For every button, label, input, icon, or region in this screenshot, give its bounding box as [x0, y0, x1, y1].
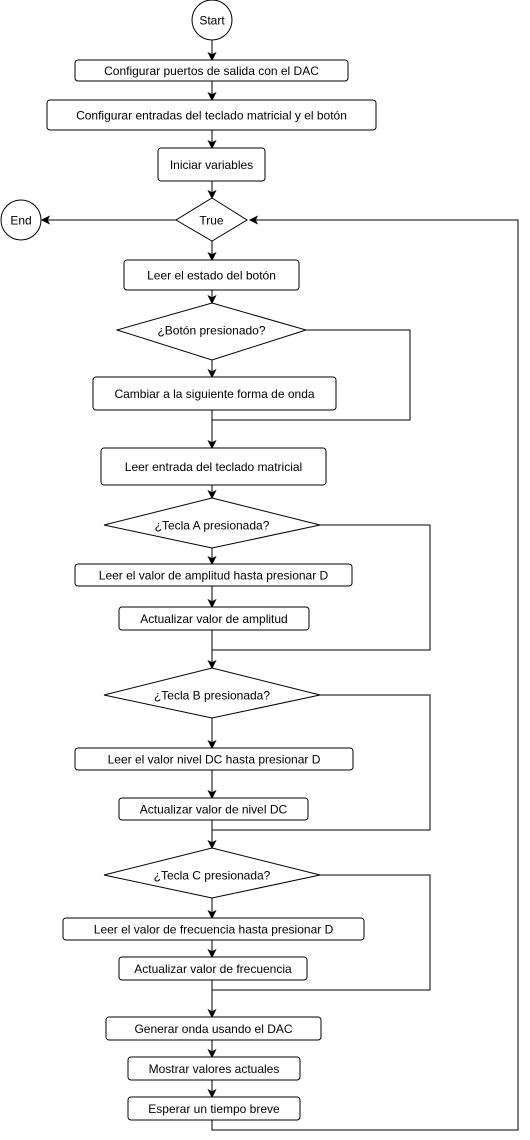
- arrowhead: [207, 1048, 217, 1059]
- process-next-waveform: Cambiar a la siguiente forma de onda: [92, 376, 337, 411]
- arrowhead: [207, 598, 217, 609]
- process-update-dc: Actualizar valor de nivel DC: [118, 797, 309, 821]
- arrowheads: [40, 51, 259, 1099]
- decision-key-b-label: ¿Tecla B presionada?: [154, 689, 270, 703]
- node-start: Start: [191, 0, 233, 41]
- process-generate-wave: Generar onda usando el DAC: [105, 1016, 322, 1041]
- decision-key-c: ¿Tecla C presionada?: [103, 847, 321, 899]
- arrowhead: [207, 294, 217, 305]
- node-end-label: End: [10, 214, 31, 228]
- process-read-frequency: Leer el valor de frecuencia hasta presio…: [62, 917, 365, 941]
- process-read-keypad: Leer entrada del teclado matricial: [100, 447, 327, 486]
- process-update-amplitude-label: Actualizar valor de amplitud: [140, 612, 287, 626]
- arrowhead: [207, 789, 217, 800]
- process-update-frequency-label: Actualizar valor de frecuencia: [134, 962, 292, 976]
- node-start-label: Start: [199, 14, 225, 28]
- arrowhead: [207, 659, 217, 670]
- arrowhead: [207, 555, 217, 566]
- arrowhead: [40, 215, 51, 225]
- process-config-inputs: Configurar entradas del teclado matricia…: [46, 99, 377, 131]
- arrowhead: [207, 51, 217, 62]
- process-wait-label: Esperar un tiempo breve: [148, 1102, 280, 1116]
- process-config-inputs-label: Configurar entradas del teclado matricia…: [76, 109, 347, 123]
- process-config-dac-label: Configurar puertos de salida con el DAC: [104, 64, 319, 78]
- process-read-dc-label: Leer el valor nivel DC hasta presionar D: [108, 753, 321, 767]
- arrowhead: [207, 189, 217, 200]
- decision-key-a: ¿Tecla A presionada?: [103, 497, 321, 549]
- process-update-dc-label: Actualizar valor de nivel DC: [140, 803, 288, 817]
- process-config-dac: Configurar puertos de salida con el DAC: [74, 59, 349, 82]
- arrowhead: [207, 489, 217, 500]
- arrowhead: [207, 139, 217, 150]
- process-wait: Esperar un tiempo breve: [127, 1096, 301, 1121]
- process-read-amplitude-label: Leer el valor de amplitud hasta presiona…: [99, 569, 329, 583]
- edge-key-c-no-bypass: [212, 874, 431, 991]
- arrowhead: [207, 948, 217, 959]
- arrowhead: [207, 1008, 217, 1019]
- process-init-vars: Iniciar variables: [157, 147, 266, 182]
- edge-key-b-no-bypass: [212, 694, 431, 831]
- arrowhead: [207, 1088, 217, 1099]
- process-update-frequency: Actualizar valor de frecuencia: [118, 956, 308, 981]
- node-end: End: [0, 199, 42, 241]
- arrowhead: [207, 91, 217, 102]
- decision-button-pressed: ¿Botón presionado?: [115, 302, 308, 361]
- process-read-button: Leer el estado del botón: [123, 259, 300, 291]
- decision-key-c-label: ¿Tecla C presionada?: [154, 869, 271, 883]
- decision-loop-label: True: [199, 214, 224, 228]
- decision-key-b: ¿Tecla B presionada?: [103, 667, 321, 719]
- decision-button-pressed-label: ¿Botón presionado?: [157, 324, 265, 338]
- process-show-values: Mostrar valores actuales: [127, 1056, 301, 1081]
- arrowhead: [207, 839, 217, 850]
- decision-loop: True: [175, 197, 248, 242]
- arrowhead: [248, 215, 259, 225]
- process-next-waveform-label: Cambiar a la siguiente forma de onda: [114, 387, 314, 401]
- process-show-values-label: Mostrar valores actuales: [149, 1062, 280, 1076]
- arrowhead: [207, 251, 217, 262]
- process-update-amplitude: Actualizar valor de amplitud: [118, 606, 310, 631]
- decision-key-a-label: ¿Tecla A presionada?: [155, 519, 270, 533]
- process-read-dc: Leer el valor nivel DC hasta presionar D: [74, 747, 354, 771]
- process-init-vars-label: Iniciar variables: [170, 158, 253, 172]
- process-read-keypad-label: Leer entrada del teclado matricial: [125, 460, 302, 474]
- process-read-amplitude: Leer el valor de amplitud hasta presiona…: [74, 563, 353, 587]
- arrowhead: [207, 739, 217, 750]
- arrowhead: [207, 439, 217, 450]
- edge-wait-loop-back: [211, 219, 519, 1131]
- process-generate-wave-label: Generar onda usando el DAC: [134, 1022, 292, 1036]
- process-read-button-label: Leer el estado del botón: [147, 269, 276, 283]
- arrowhead: [207, 368, 217, 379]
- process-read-frequency-label: Leer el valor de frecuencia hasta presio…: [94, 923, 334, 937]
- edge-key-a-no-bypass: [212, 524, 431, 651]
- edge-button-no-bypass: [212, 329, 411, 421]
- arrowhead: [207, 909, 217, 920]
- edges: [48, 40, 519, 1131]
